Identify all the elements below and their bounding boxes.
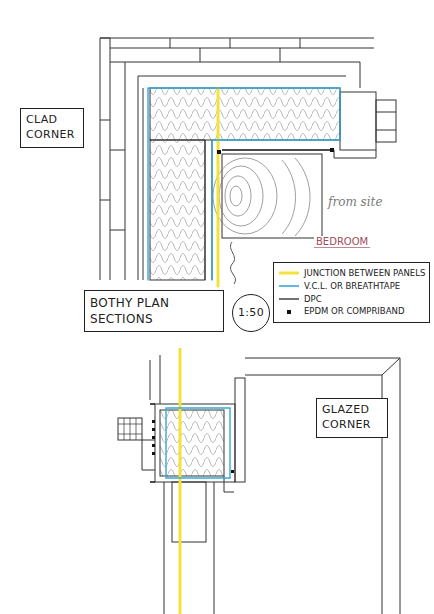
glazed-corner-tapes bbox=[150, 348, 234, 614]
epdm-seal bbox=[217, 150, 221, 154]
epdm-seal bbox=[330, 148, 334, 152]
glazed-corner-section bbox=[118, 355, 400, 614]
corner-glazing-frame bbox=[235, 378, 245, 482]
legend-row: V.C.L. OR BREATHTAPE bbox=[278, 280, 425, 293]
post-insulation bbox=[160, 410, 224, 476]
site-note: from site bbox=[326, 195, 385, 209]
legend-text: V.C.L. OR BREATHTAPE bbox=[304, 280, 400, 293]
wavy-leader bbox=[230, 242, 235, 284]
caption-box: CLAD CORNER bbox=[20, 108, 84, 148]
cladding-board bbox=[110, 48, 374, 280]
vcl-tape bbox=[148, 88, 340, 280]
inner-corner-line bbox=[245, 375, 382, 614]
node-text: BOTHY PLAN SECTIONS bbox=[90, 295, 218, 327]
room-label: BEDROOM bbox=[314, 236, 370, 248]
glazing-bead bbox=[118, 418, 142, 440]
title-box: BOTHY PLAN SECTIONS bbox=[84, 290, 224, 332]
window-sash bbox=[376, 100, 396, 142]
clad-corner-section bbox=[100, 38, 396, 284]
sheathing bbox=[138, 76, 346, 280]
outer-cladding bbox=[100, 38, 374, 280]
corner-board bbox=[100, 38, 110, 48]
lower-wall-lines bbox=[164, 482, 214, 614]
legend-text: JUNCTION BETWEEN PANELS bbox=[304, 267, 425, 280]
corner-mitre bbox=[382, 358, 400, 375]
roof-panel-insulation bbox=[150, 88, 340, 140]
glazing bbox=[376, 112, 396, 130]
side-glazing bbox=[118, 418, 142, 440]
vcl-tape bbox=[166, 408, 230, 478]
panel-junction bbox=[179, 348, 182, 614]
upper-frame-lines bbox=[150, 355, 160, 404]
node-text: GLAZED CORNER bbox=[322, 403, 382, 433]
legend-text: EPDM OR COMPRIBAND bbox=[304, 305, 404, 318]
wood-grain bbox=[213, 158, 310, 236]
caption-box: GLAZED CORNER bbox=[316, 398, 388, 438]
legend-swatch bbox=[278, 281, 300, 291]
window-sill bbox=[334, 150, 376, 158]
frame-step bbox=[142, 440, 155, 470]
lower-stud bbox=[172, 482, 206, 542]
epdm-seals bbox=[152, 420, 234, 473]
panel-skins bbox=[143, 88, 212, 280]
panel-junction bbox=[217, 88, 220, 286]
legend-text: DPC bbox=[304, 293, 322, 306]
dpc-line bbox=[150, 404, 155, 482]
legend-box: JUNCTION BETWEEN PANELSV.C.L. OR BREATHT… bbox=[273, 262, 430, 323]
legend-row: DPC bbox=[278, 293, 425, 306]
outer-corner-line bbox=[245, 358, 400, 614]
clad-corner-tapes bbox=[148, 88, 340, 286]
legend-line-sample bbox=[278, 294, 300, 304]
node-text: CLAD CORNER bbox=[26, 113, 78, 143]
window-frame bbox=[340, 92, 376, 150]
legend-swatch bbox=[278, 268, 300, 278]
dpc-line bbox=[222, 149, 334, 150]
wall-panel-insulation bbox=[150, 140, 205, 280]
corner-post-frame bbox=[155, 404, 235, 482]
legend-row: JUNCTION BETWEEN PANELS bbox=[278, 267, 425, 280]
node-text: 1:50 bbox=[238, 306, 264, 321]
scale-circle: 1:50 bbox=[232, 294, 270, 332]
legend-row: EPDM OR COMPRIBAND bbox=[278, 305, 425, 318]
legend-dot-sample bbox=[278, 307, 300, 317]
